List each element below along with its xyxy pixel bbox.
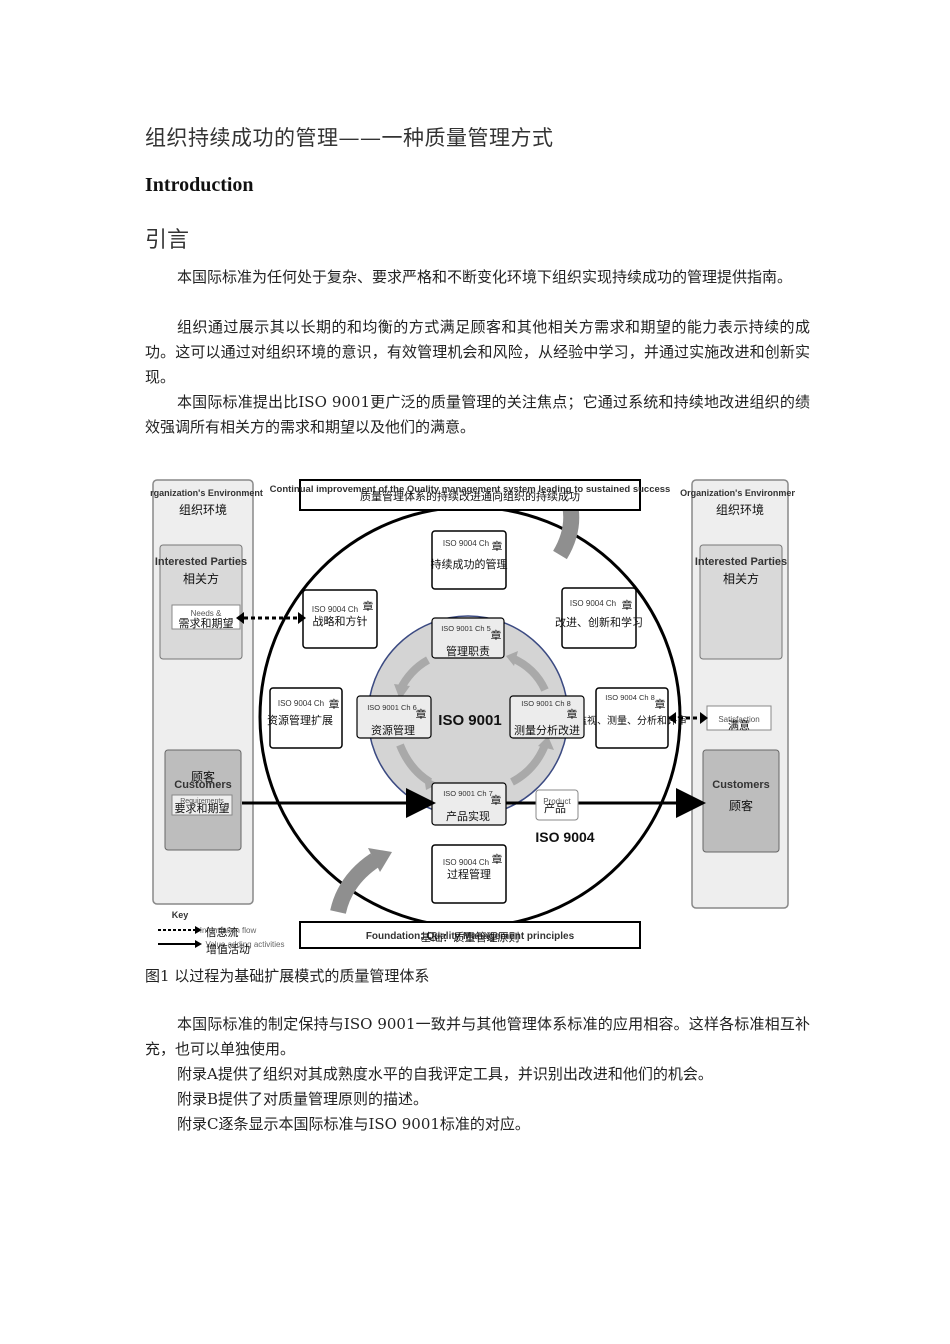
paragraph-7: 附录C逐条显示本国际标准与ISO 9001标准的对应。 xyxy=(177,1115,530,1133)
svg-text:ISO 9001 Ch 5: ISO 9001 Ch 5 xyxy=(441,624,491,633)
svg-text:章: 章 xyxy=(491,628,502,642)
svg-text:战略和方针: 战略和方针 xyxy=(313,614,368,628)
key-label: Key xyxy=(172,910,189,920)
box-9004-ch4: ISO 9004 Ch 章 持续成功的管理 xyxy=(431,530,508,590)
key-value-cn: 增值活动 xyxy=(206,942,250,955)
box-9001-ch6: ISO 9001 Ch 6 章 资源管理 xyxy=(356,695,432,739)
left-env-cn: 组织环境 xyxy=(179,502,227,517)
svg-text:ISO 9004 Ch: ISO 9004 Ch xyxy=(278,699,324,708)
cycle-arrow-bottom-right xyxy=(510,743,549,786)
quality-management-model-diagram: Organization's Environment 组织环境 Interest… xyxy=(150,479,795,955)
satisfaction-en: Satisfaction xyxy=(718,715,759,724)
iso9004-label: ISO 9004 xyxy=(535,829,594,845)
box-9004-ch6: ISO 9004 Ch 章 资源管理扩展 xyxy=(267,687,343,749)
box-9001-ch5: ISO 9001 Ch 5 章 管理职责 xyxy=(431,617,505,659)
right-env-en: Organization's Environment xyxy=(680,488,795,498)
svg-text:ISO 9001 Ch 6: ISO 9001 Ch 6 xyxy=(367,703,417,712)
satisfaction-cn: 满意 xyxy=(728,718,750,732)
right-customers-en: Customers xyxy=(712,779,769,791)
svg-text:章: 章 xyxy=(416,707,427,721)
svg-text:ISO 9001 Ch 7: ISO 9001 Ch 7 xyxy=(443,789,493,798)
paragraph-5: 附录A提供了组织对其成熟度水平的自我评定工具，并识别出改进和他们的机会。 xyxy=(177,1065,713,1083)
box-9004-ch9: ISO 9004 Ch 章 改进、创新和学习 xyxy=(555,587,643,649)
svg-text:章: 章 xyxy=(491,793,502,807)
right-parties-en: Interested Parties xyxy=(695,556,787,568)
svg-text:ISO 9004 Ch: ISO 9004 Ch xyxy=(443,539,489,548)
right-parties-cn: 相关方 xyxy=(723,571,759,586)
requirements-cn: 要求和期望 xyxy=(175,802,230,815)
svg-text:章: 章 xyxy=(363,599,374,613)
paragraph-6: 附录B提供了对质量管理原则的描述。 xyxy=(177,1090,429,1108)
key-value-en: Value adding activities xyxy=(205,940,284,949)
paragraph-2: 组织通过展示其以长期的和均衡的方式满足顾客和其他相关方需求和期望的能力表示持续的… xyxy=(145,318,810,386)
top-banner-cn: 质量管理体系的持续改进通向组织的持续成功 xyxy=(360,489,580,503)
svg-text:管理职责: 管理职责 xyxy=(446,644,490,658)
needs-cn: 需求和期望 xyxy=(179,617,234,630)
product-cn: 产品 xyxy=(544,801,566,815)
left-parties-panel xyxy=(159,544,243,660)
heading-intro-cn: 引言 xyxy=(145,228,190,253)
svg-text:ISO 9004 Ch: ISO 9004 Ch xyxy=(443,858,489,867)
paragraph-4: 本国际标准的制定保持与ISO 9001一致并与其他管理体系标准的应用相容。这样各… xyxy=(145,1015,810,1058)
bottom-banner-en: Foundation: Quality Management principle… xyxy=(366,931,575,942)
svg-text:章: 章 xyxy=(492,852,503,866)
svg-text:过程管理: 过程管理 xyxy=(447,867,491,881)
svg-text:章: 章 xyxy=(329,697,340,711)
left-customers-en: Customers xyxy=(174,779,231,791)
satisfaction-box xyxy=(706,705,772,731)
box-9004-ch8: ISO 9004 Ch 8 章 监视、测量、分析和评审 xyxy=(577,687,687,749)
svg-text:ISO 9004 Ch: ISO 9004 Ch xyxy=(570,599,616,608)
right-customers-cn: 顾客 xyxy=(729,798,753,813)
cycle-arrow-top-right xyxy=(510,654,549,692)
svg-text:测量分析改进: 测量分析改进 xyxy=(514,723,580,737)
document-title: 组织持续成功的管理——一种质量管理方式 xyxy=(145,126,554,150)
svg-text:章: 章 xyxy=(492,539,503,553)
top-banner-en: Continual improvement of the Quality man… xyxy=(270,484,671,495)
right-env-cn: 组织环境 xyxy=(716,502,764,517)
paragraph-1: 本国际标准为任何处于复杂、要求严格和不断变化环境下组织实现持续成功的管理提供指南… xyxy=(177,268,793,286)
svg-text:章: 章 xyxy=(567,707,578,721)
bottom-banner xyxy=(299,921,641,949)
left-customers-cn: 顾客 xyxy=(191,769,215,784)
product-box xyxy=(535,789,579,821)
bottom-banner-cn: 基础：质量管理原则 xyxy=(421,930,520,944)
key-info-en: Information flow xyxy=(200,926,257,935)
figure-caption: 图1 以过程为基础扩展模式的质量管理体系 xyxy=(145,967,430,985)
box-9004-process: ISO 9004 Ch 章 过程管理 xyxy=(431,844,507,904)
left-env-en: Organization's Environment xyxy=(150,488,263,498)
needs-box xyxy=(171,604,241,630)
box-9001-ch7: ISO 9001 Ch 7 章 产品实现 xyxy=(431,782,507,826)
svg-text:ISO 9004 Ch 8: ISO 9004 Ch 8 xyxy=(605,693,655,702)
svg-text:ISO 9004 Ch: ISO 9004 Ch xyxy=(312,605,358,614)
top-banner xyxy=(299,479,641,511)
right-parties-panel xyxy=(699,544,783,660)
left-parties-en: Interested Parties xyxy=(155,556,247,568)
left-parties-cn: 相关方 xyxy=(183,571,219,586)
box-9004-ch5: ISO 9004 Ch 章 战略和方针 xyxy=(302,589,378,649)
svg-text:产品实现: 产品实现 xyxy=(446,809,490,823)
svg-text:章: 章 xyxy=(622,598,633,612)
svg-text:章: 章 xyxy=(655,697,666,711)
needs-en: Needs & xyxy=(191,609,222,618)
iso9001-label: ISO 9001 xyxy=(438,712,501,729)
svg-text:资源管理扩展: 资源管理扩展 xyxy=(267,713,333,727)
requirements-box xyxy=(171,794,233,816)
svg-text:改进、创新和学习: 改进、创新和学习 xyxy=(555,615,643,629)
paragraph-3: 本国际标准提出比ISO 9001更广泛的质量管理的关注焦点；它通过系统和持续地改… xyxy=(145,393,810,436)
foundation-arrow xyxy=(330,853,380,914)
box-9001-ch8: ISO 9001 Ch 8 章 测量分析改进 xyxy=(509,695,585,739)
svg-text:资源管理: 资源管理 xyxy=(371,723,415,737)
svg-text:持续成功的管理: 持续成功的管理 xyxy=(431,557,508,571)
requirements-en: Requirements xyxy=(180,798,224,805)
svg-text:ISO 9001 Ch 8: ISO 9001 Ch 8 xyxy=(521,699,571,708)
key-info-cn: 信息流 xyxy=(206,925,239,939)
heading-introduction: Introduction xyxy=(145,174,254,196)
svg-text:监视、测量、分析和评审: 监视、测量、分析和评审 xyxy=(577,714,687,727)
product-en: Product xyxy=(543,797,571,806)
